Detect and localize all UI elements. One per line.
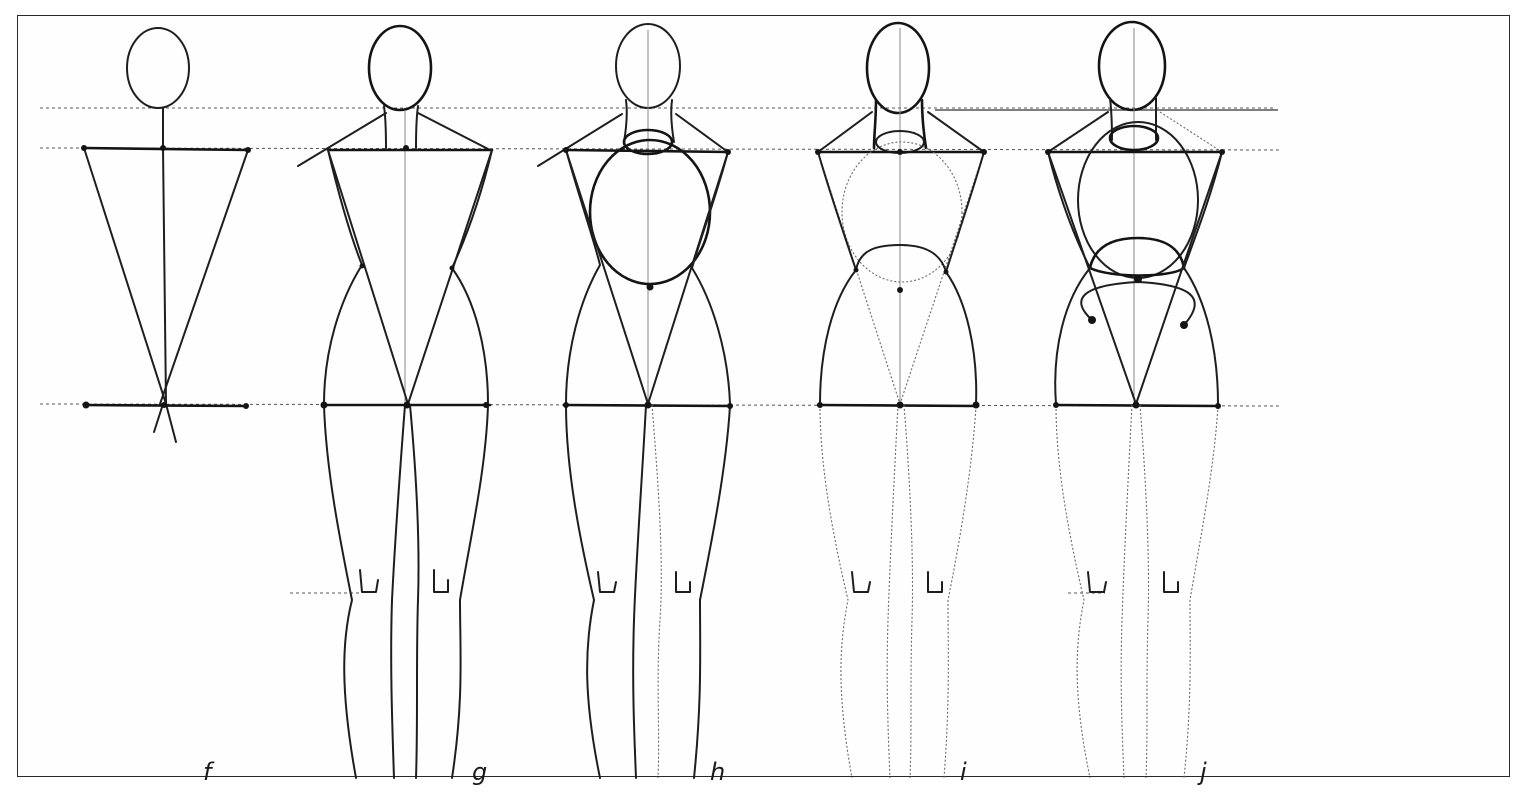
figure-j [1045,20,1225,779]
figure-j-head [1097,20,1167,112]
figure-g-neck-left [383,105,387,149]
figure-h [537,23,733,779]
figure-j-hip-arc [1080,281,1196,326]
figure-h-neck-ellipse [622,128,674,156]
figure-f-shoulder-bar [82,146,250,152]
figure-label-j: j [1200,758,1207,786]
figure-label-g: g [472,758,488,786]
figure-label-f: f [203,758,212,786]
figure-g-left-leg-outer [323,404,357,779]
figure-f-head [126,27,190,109]
figure-f-left-taper [83,147,167,405]
figure-label-i: i [960,758,967,786]
figure-g-right-leg-outer [451,404,489,779]
figure-g-left-contour [323,149,363,405]
figure-f-cross-2 [153,403,164,433]
illustration-frame [17,15,1510,777]
figure-f [81,27,251,443]
figure-label-h: h [710,758,726,786]
guide-lines [39,107,1281,594]
figure-f-center-line [162,147,167,405]
figure-i-head [865,21,931,115]
figure-j-neck-ellipse [1108,124,1160,152]
figure-g-right-contour [451,149,493,405]
figure-i [815,21,987,779]
figure-f-cross-1 [165,403,177,443]
figure-j-waist-ellipse [1088,236,1186,277]
figure-g [297,24,494,779]
figure-g-head [367,24,433,112]
figure-i-waist-arc [855,244,947,273]
figure-h-shoulder-bar [564,148,730,154]
figure-f-right-taper [159,149,249,405]
